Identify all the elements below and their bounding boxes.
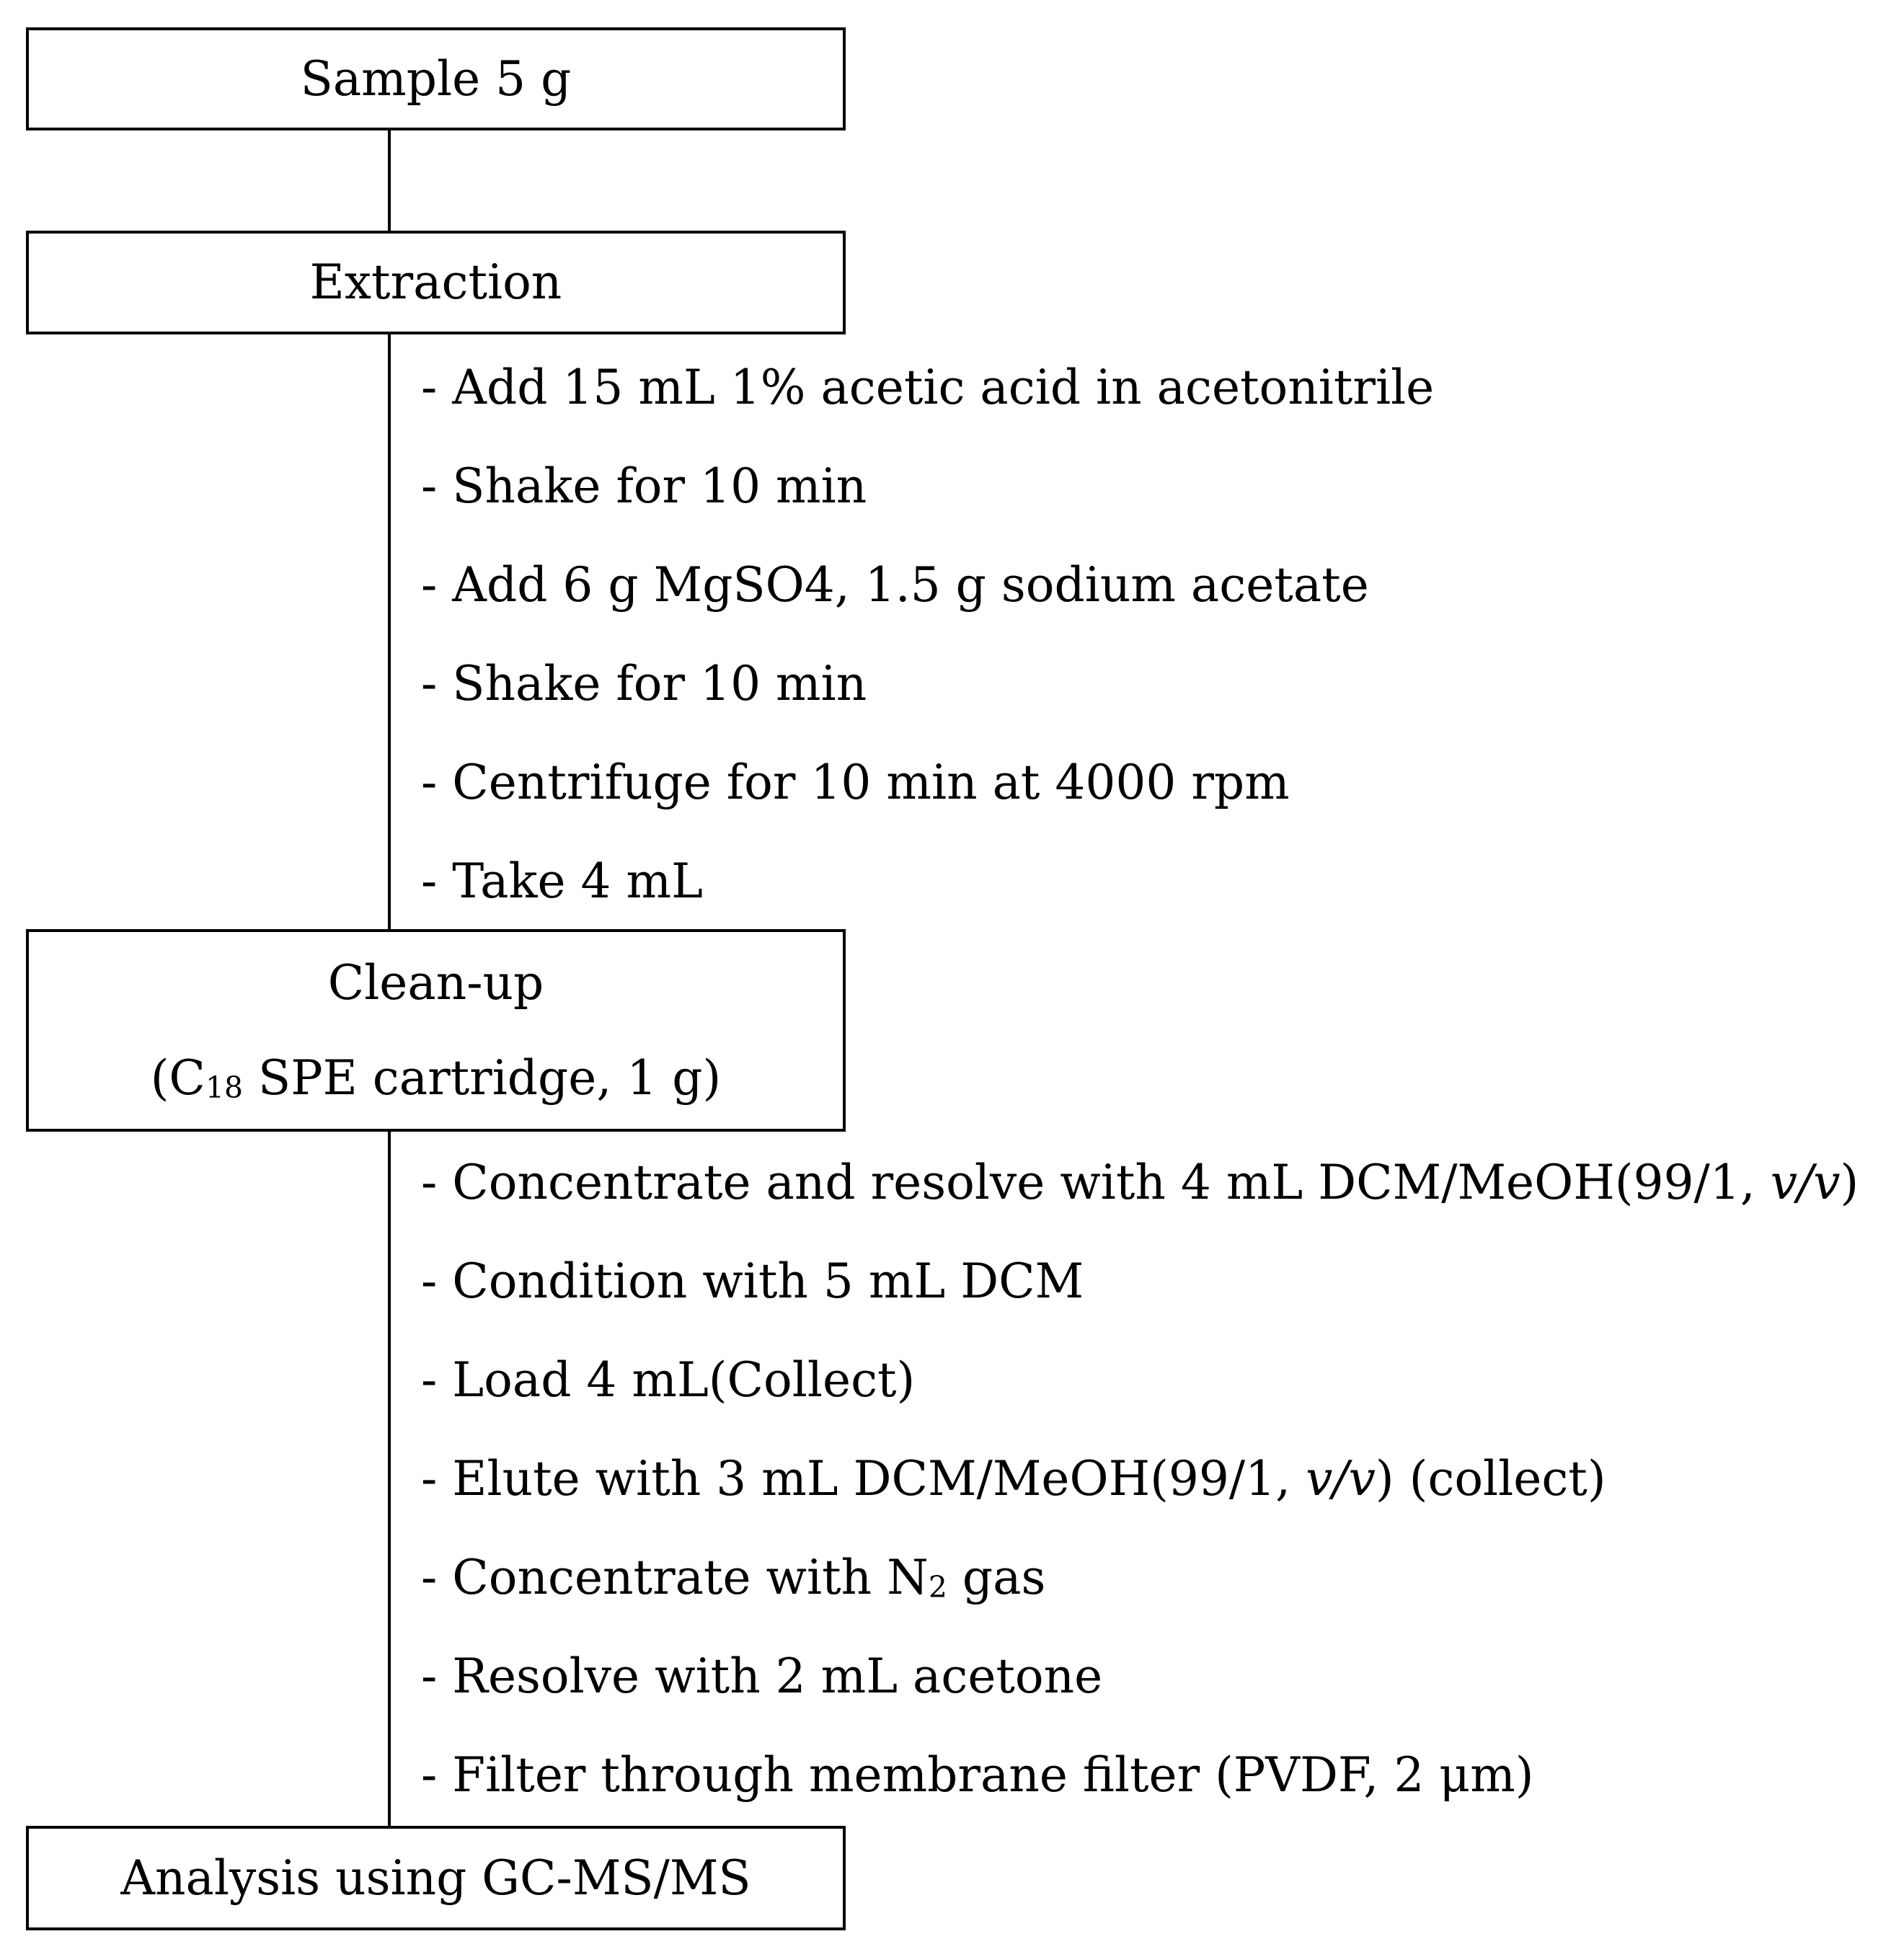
cleanup-step-4-text: - Elute with 3 mL DCM/MeOH(99/1,: [421, 1451, 1306, 1507]
extraction-label: Extraction: [309, 254, 562, 310]
cleanup-step-5: - Concentrate with N2 gas: [421, 1554, 1045, 1602]
cleanup-detail-suffix: SPE cartridge, 1 g): [243, 1050, 722, 1106]
extraction-step-5: - Centrifuge for 10 min at 4000 rpm: [421, 755, 1290, 810]
cleanup-step-6: - Resolve with 2 mL acetone: [421, 1649, 1103, 1704]
analysis-box: Analysis using GC-MS/MS: [26, 1826, 846, 1930]
cleanup-box: Clean-up (C18 SPE cartridge, 1 g): [26, 929, 846, 1132]
extraction-box: Extraction: [26, 231, 846, 334]
cleanup-step-5-suffix: gas: [947, 1550, 1046, 1605]
cleanup-detail: (C18 SPE cartridge, 1 g): [151, 1054, 722, 1105]
analysis-label: Analysis using GC-MS/MS: [120, 1850, 751, 1906]
cleanup-step-1-text: - Concentrate and resolve with 4 mL DCM/…: [421, 1155, 1771, 1210]
cleanup-detail-prefix: (C: [150, 1050, 205, 1106]
cleanup-step-5-subscript: 2: [928, 1569, 947, 1605]
cleanup-step-5-text: - Concentrate with N: [421, 1550, 929, 1605]
cleanup-step-3: - Load 4 mL(Collect): [421, 1352, 916, 1408]
connector-extraction-cleanup: [388, 334, 391, 929]
cleanup-step-1-italic: v/v: [1770, 1155, 1841, 1210]
cleanup-step-4-suffix: ) (collect): [1375, 1451, 1606, 1507]
cleanup-detail-subscript: 18: [205, 1070, 243, 1105]
cleanup-step-1-suffix: ): [1840, 1155, 1859, 1210]
connector-cleanup-analysis: [388, 1132, 391, 1826]
extraction-step-1: - Add 15 mL 1% acetic acid in acetonitri…: [421, 360, 1435, 415]
extraction-step-6: - Take 4 mL: [421, 853, 703, 909]
extraction-step-3: - Add 6 g MgSO4, 1.5 g sodium acetate: [421, 557, 1369, 613]
cleanup-label: Clean-up: [327, 954, 544, 1011]
cleanup-step-4: - Elute with 3 mL DCM/MeOH(99/1, v/v) (c…: [421, 1455, 1606, 1503]
sample-label: Sample 5 g: [300, 50, 572, 107]
cleanup-step-4-italic: v/v: [1306, 1451, 1376, 1507]
sample-box: Sample 5 g: [26, 27, 846, 130]
extraction-step-2: - Shake for 10 min: [421, 458, 867, 514]
cleanup-step-1: - Concentrate and resolve with 4 mL DCM/…: [421, 1159, 1859, 1207]
cleanup-step-7: - Filter through membrane filter (PVDF, …: [421, 1747, 1534, 1803]
connector-sample-extraction: [388, 130, 391, 231]
extraction-step-4: - Shake for 10 min: [421, 656, 867, 711]
cleanup-step-2: - Condition with 5 mL DCM: [421, 1254, 1084, 1309]
